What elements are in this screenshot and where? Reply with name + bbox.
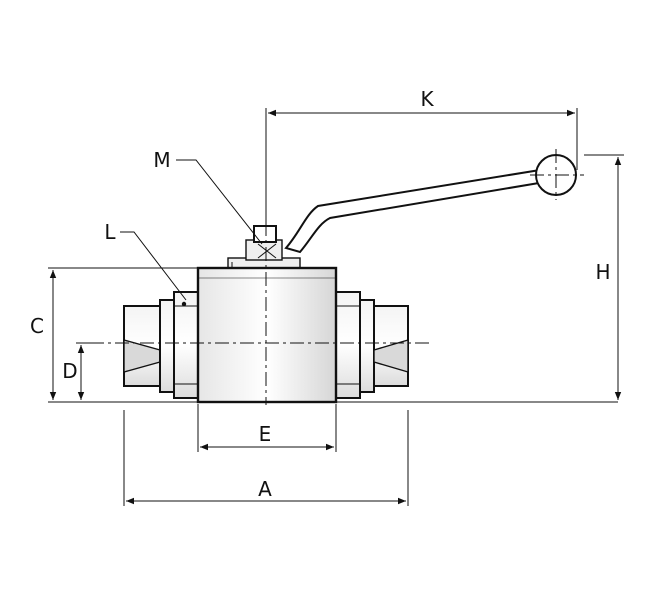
- marker-dot: [181, 301, 187, 307]
- label-K: K: [420, 87, 434, 111]
- left-fitting: [123, 291, 199, 399]
- handle-lever: [284, 149, 584, 254]
- dimension-lines: [49, 109, 622, 505]
- leader-lines: [120, 159, 263, 301]
- label-M: M: [153, 148, 170, 172]
- label-A: A: [258, 477, 272, 501]
- extension-lines: [48, 108, 624, 506]
- right-fitting: [335, 291, 409, 399]
- valve-body: [196, 266, 338, 404]
- label-D: D: [62, 359, 77, 383]
- label-H: H: [595, 260, 610, 284]
- label-L: L: [104, 220, 116, 244]
- label-C: C: [30, 314, 44, 338]
- label-E: E: [259, 422, 272, 446]
